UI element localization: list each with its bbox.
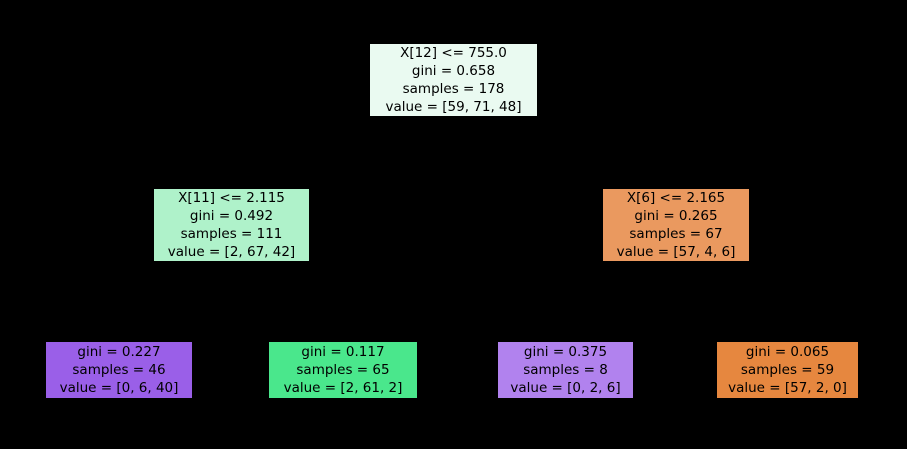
- edge-left-leaf2: [231, 261, 344, 342]
- samples-count: samples = 178: [402, 81, 505, 97]
- tree-node-leaf-1: gini = 0.227 samples = 46 value = [0, 6,…: [45, 341, 193, 399]
- gini-value: gini = 0.375: [523, 344, 608, 360]
- tree-node-left-child: X[11] <= 2.115 gini = 0.492 samples = 11…: [153, 188, 310, 262]
- split-condition: X[11] <= 2.115: [178, 190, 285, 206]
- edge-root-left: [231, 116, 454, 189]
- tree-node-right-child: X[6] <= 2.165 gini = 0.265 samples = 67 …: [602, 188, 750, 262]
- class-values: value = [57, 2, 0]: [728, 380, 847, 396]
- tree-node-root: X[12] <= 755.0 gini = 0.658 samples = 17…: [369, 43, 538, 117]
- split-condition: X[6] <= 2.165: [626, 190, 726, 206]
- gini-value: gini = 0.227: [77, 344, 161, 360]
- tree-node-leaf-2: gini = 0.117 samples = 65 value = [2, 61…: [268, 341, 418, 399]
- class-values: value = [59, 71, 48]: [385, 99, 522, 115]
- edge-root-right: [453, 116, 677, 189]
- samples-count: samples = 65: [296, 362, 390, 378]
- samples-count: samples = 111: [180, 226, 283, 242]
- edge-left-leaf1: [118, 261, 232, 342]
- edge-right-leaf3: [565, 261, 677, 342]
- class-values: value = [0, 6, 40]: [59, 380, 179, 396]
- samples-count: samples = 67: [629, 226, 723, 242]
- class-values: value = [2, 67, 42]: [167, 244, 296, 260]
- gini-value: gini = 0.117: [301, 344, 385, 360]
- samples-count: samples = 8: [523, 362, 608, 378]
- tree-node-leaf-4: gini = 0.065 samples = 59 value = [57, 2…: [716, 341, 859, 399]
- gini-value: gini = 0.065: [745, 344, 830, 360]
- edge-right-leaf4: [675, 261, 788, 342]
- samples-count: samples = 46: [72, 362, 166, 378]
- tree-node-leaf-3: gini = 0.375 samples = 8 value = [0, 2, …: [497, 341, 634, 399]
- samples-count: samples = 59: [740, 362, 835, 378]
- gini-value: gini = 0.492: [189, 208, 274, 224]
- class-values: value = [0, 2, 6]: [510, 380, 621, 396]
- gini-value: gini = 0.265: [634, 208, 718, 224]
- split-condition: X[12] <= 755.0: [400, 45, 507, 61]
- class-values: value = [57, 4, 6]: [616, 244, 736, 260]
- gini-value: gini = 0.658: [411, 63, 496, 79]
- class-values: value = [2, 61, 2]: [283, 380, 403, 396]
